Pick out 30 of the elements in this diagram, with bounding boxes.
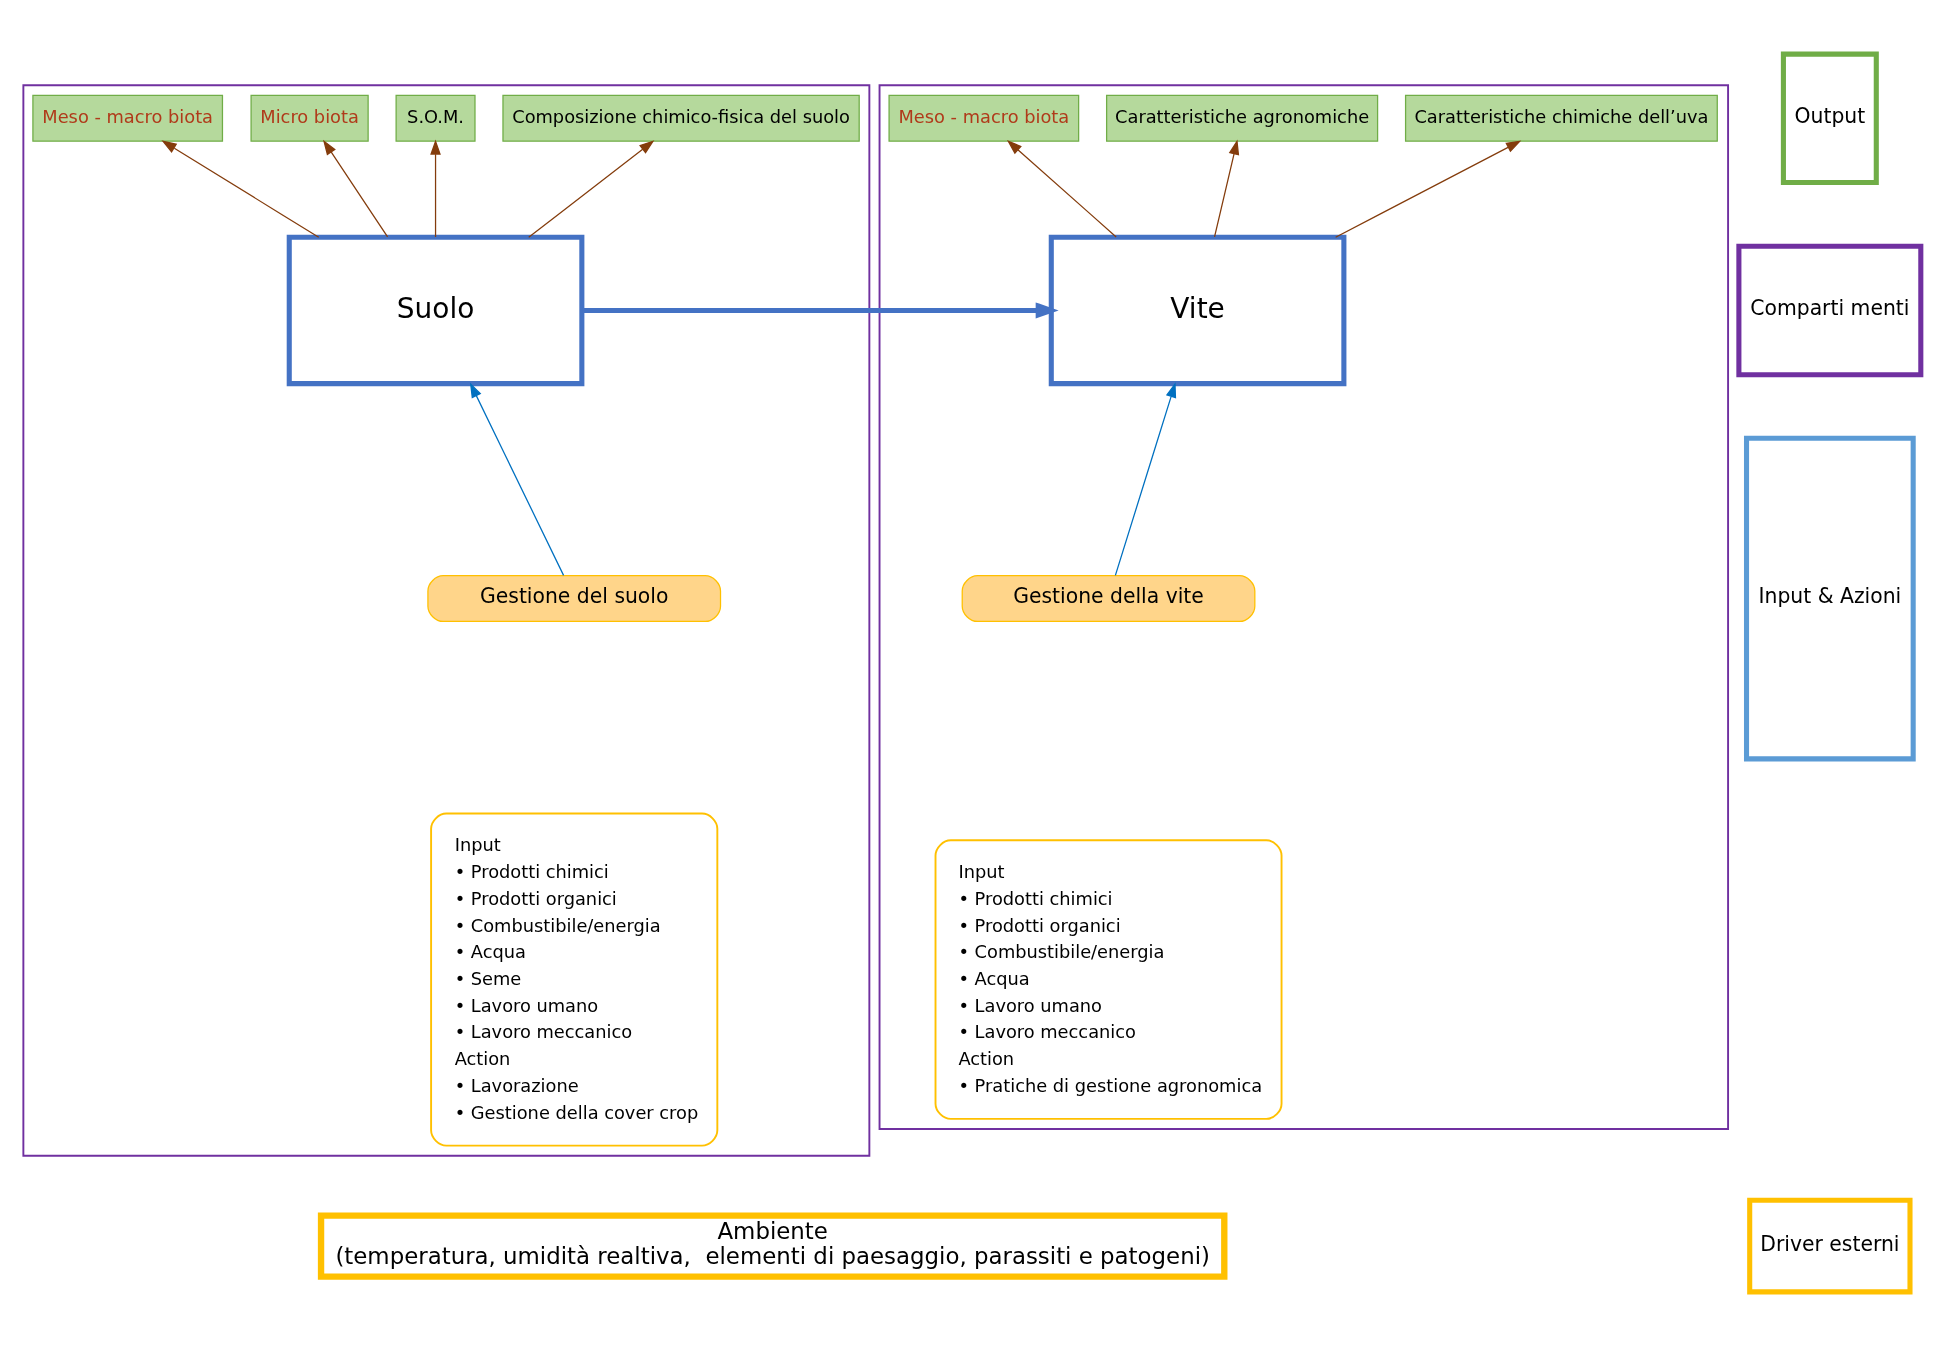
node-box: Micro biota <box>250 94 369 142</box>
node-box: Ambiente (temperatura, umidità realtiva, elementi di paesaggio, parassiti e patogeni) <box>317 1211 1228 1280</box>
arrow <box>161 139 320 238</box>
arrow <box>469 381 565 576</box>
arrow <box>528 139 655 238</box>
node-box: Input • Prodotti chimici • Prodotti organici • Combustibile/energia • Acqua • Seme • Lavoro umano • Lavoro meccanico Action • Lavorazione • Gestione della cover crop <box>430 812 719 1147</box>
node-box: Input & Azioni <box>1743 435 1916 761</box>
node-box: S.O.M. <box>395 94 476 142</box>
node-box: Vite <box>1048 234 1347 386</box>
node-box: Suolo <box>286 234 585 386</box>
cluster <box>22 83 871 1157</box>
node-box: Meso - macro biota <box>888 94 1080 142</box>
node-box: Input • Prodotti chimici • Prodotti organici • Combustibile/energia • Acqua • Lavoro umano • Lavoro meccanico Action • Pratiche di gestione agronomica <box>934 838 1283 1120</box>
node-box: Meso - macro biota <box>32 94 224 142</box>
node-box: Comparti menti <box>1736 243 1924 377</box>
arrow <box>430 138 441 238</box>
node-box: Caratteristiche agronomiche <box>1106 94 1379 142</box>
node-box: Gestione del suolo <box>427 574 722 622</box>
cluster <box>878 83 1730 1130</box>
arrow <box>322 139 389 238</box>
node-box: Output <box>1780 51 1879 185</box>
node-box: Composizione chimico-fisica del suolo <box>502 94 860 142</box>
node-box: Caratteristiche chimiche dell’uva <box>1404 94 1718 142</box>
arrow <box>582 301 1059 318</box>
arrow <box>1006 139 1117 238</box>
arrow <box>1213 138 1240 238</box>
arrow <box>1335 140 1522 238</box>
arrow <box>1114 381 1177 576</box>
node-box: Driver esterni <box>1747 1197 1913 1294</box>
node-box: Gestione della vite <box>961 574 1256 622</box>
